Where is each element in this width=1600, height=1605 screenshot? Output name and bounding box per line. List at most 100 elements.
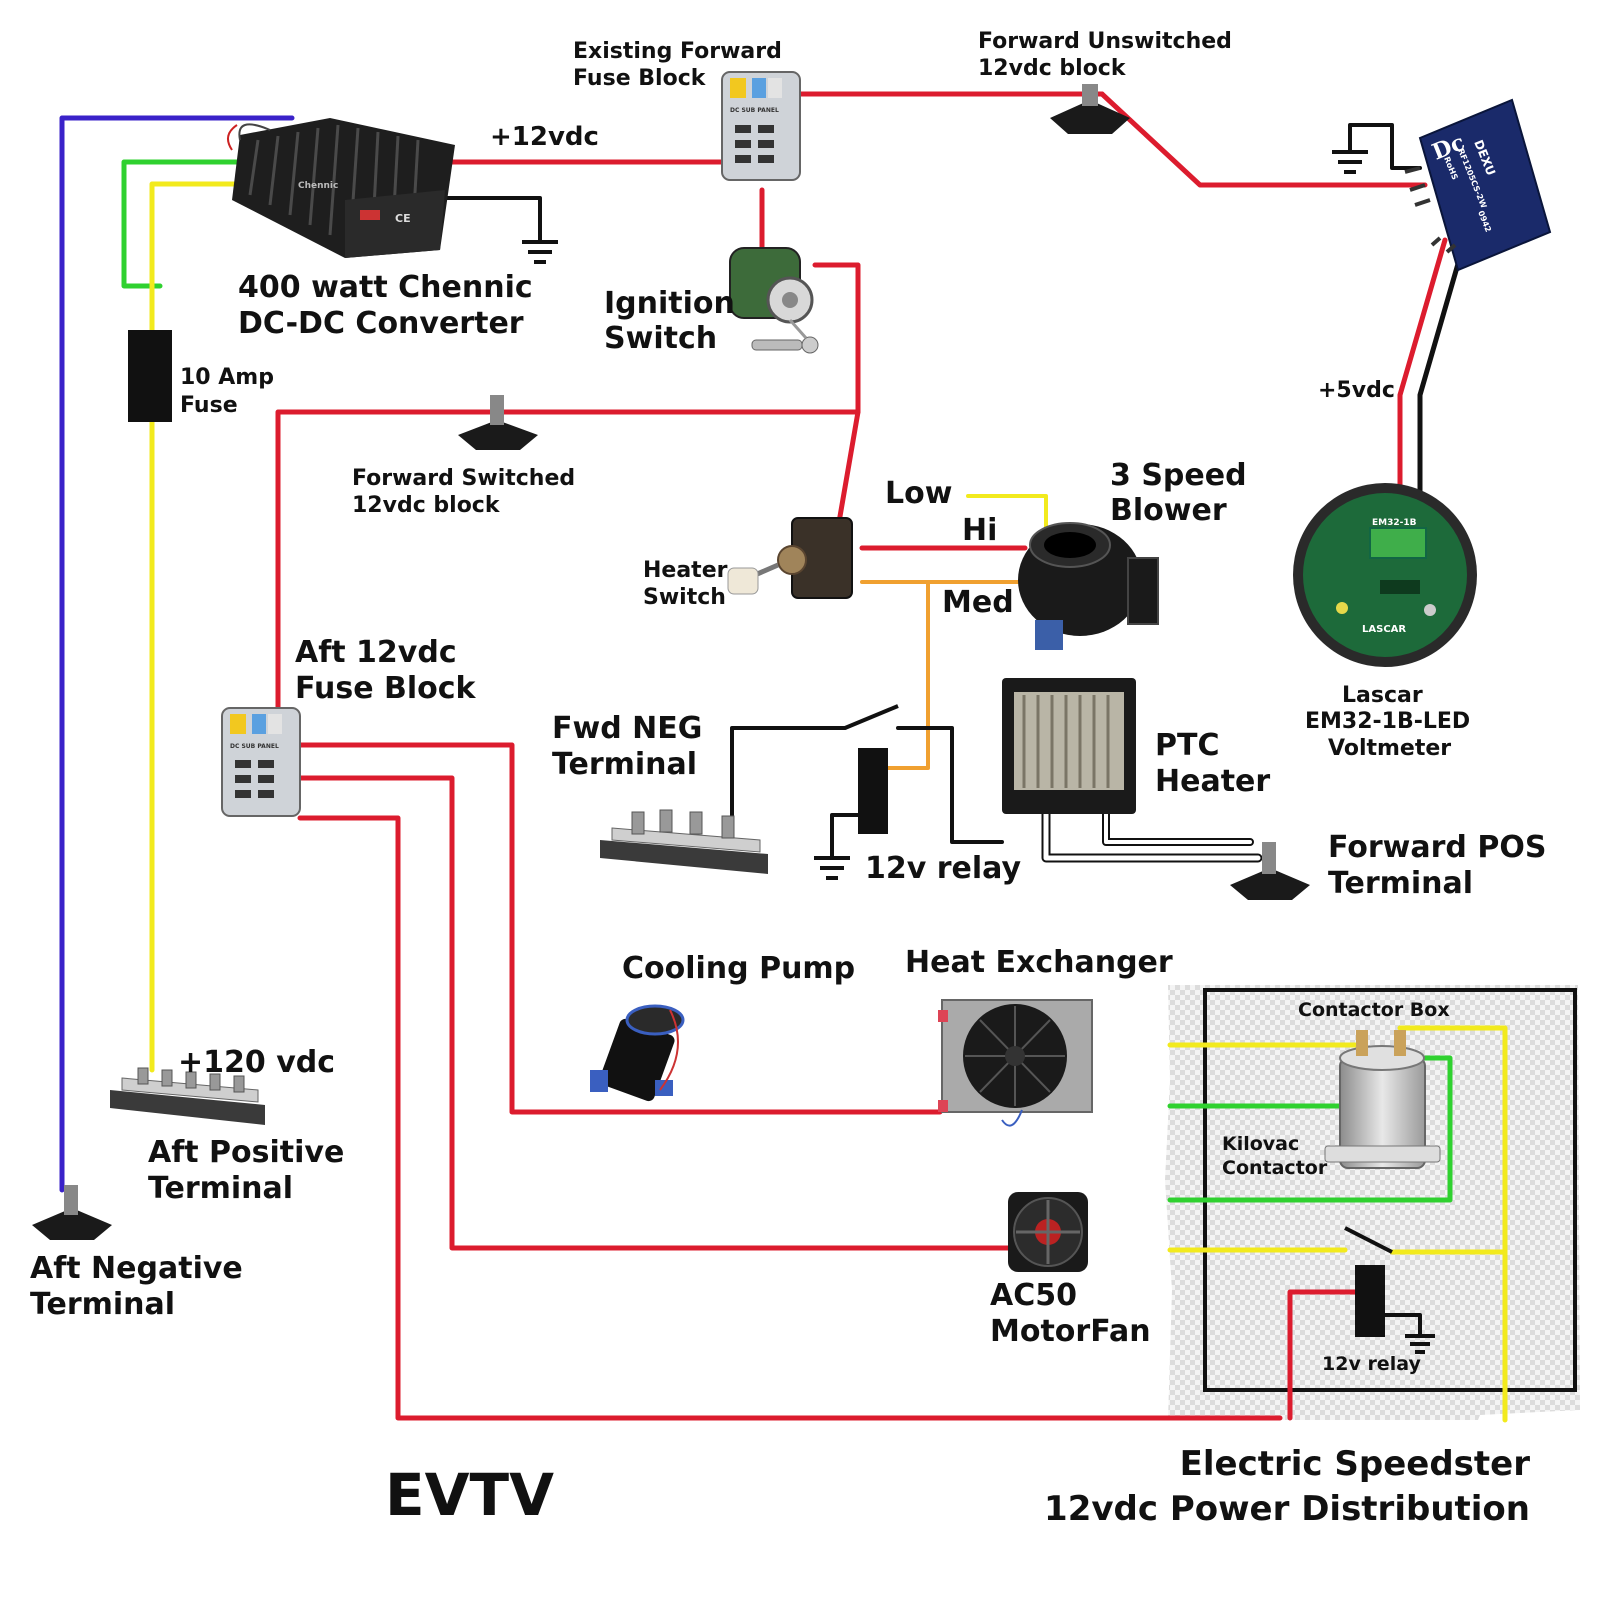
label-fuse10-1: 10 Amp <box>180 365 274 390</box>
label-forward-pos-2: Terminal <box>1328 866 1473 901</box>
footer-title-2: 12vdc Power Distribution <box>1044 1489 1530 1529</box>
forward-pos-terminal <box>1230 842 1310 900</box>
label-aft-negative-1: Aft Negative <box>30 1251 243 1286</box>
label-ignition-1: Ignition <box>604 286 735 321</box>
footer-title-1: Electric Speedster <box>1180 1444 1531 1484</box>
wire-relay-switch <box>896 726 1004 844</box>
label-blower-2: Blower <box>1110 493 1227 528</box>
wire-box-red <box>1287 1289 1358 1421</box>
dc-dc-converter: CE Chennic <box>227 118 455 258</box>
label-voltmeter-2: EM32-1B-LED <box>1305 709 1470 734</box>
label-aft-positive-1: Aft Positive <box>148 1135 344 1170</box>
relay-12v <box>844 704 899 834</box>
aft-positive-busbar <box>110 1067 265 1125</box>
label-aft-positive-2: Terminal <box>148 1171 293 1206</box>
wire-unswitched-to-dexu <box>1099 91 1428 188</box>
wire-dexu-ground <box>1348 123 1422 170</box>
label-ac50-2: MotorFan <box>990 1314 1151 1349</box>
aft-negative-terminal <box>32 1185 112 1240</box>
label-cooling-pump: Cooling Pump <box>622 951 855 986</box>
wire-yellow-120v <box>149 181 241 1073</box>
ground-icon <box>1332 150 1368 174</box>
ground-icon <box>814 856 850 880</box>
label-relay12: 12v relay <box>865 851 1021 886</box>
fwd-neg-busbar <box>600 809 768 874</box>
label-ac50-1: AC50 <box>990 1278 1077 1313</box>
label-contactor-box: Contactor Box <box>1298 999 1450 1021</box>
label-heater-switch-2: Switch <box>643 585 726 610</box>
kilovac-contactor <box>1324 1030 1441 1169</box>
heater-switch <box>727 517 853 599</box>
label-forward-unswitched-2: 12vdc block <box>978 56 1127 81</box>
wire-aft-to-fan <box>297 775 1015 1251</box>
wire-aft-to-contactor <box>297 815 1283 1421</box>
label-existing-fuse-2: Fuse Block <box>573 66 707 91</box>
wire-aft-to-pump <box>297 742 943 1115</box>
label-forward-switched-1: Forward Switched <box>352 466 575 491</box>
dexu-converter: Dc DEXU RF1205CS-2W RoHS 0942 <box>1404 98 1552 272</box>
aft-fuse-block: DC SUB PANEL <box>221 707 301 817</box>
lascar-brand-label: LASCAR <box>1362 624 1406 635</box>
wires <box>59 91 1508 1423</box>
blower <box>1018 522 1159 650</box>
label-heater-switch-1: Heater <box>643 558 728 583</box>
label-relay12-box: 12v relay <box>1322 1353 1421 1375</box>
label-blower-1: 3 Speed <box>1110 458 1247 493</box>
wire-converter-ground <box>443 196 542 244</box>
contactor-box-outline <box>1203 988 1577 1392</box>
ignition-switch <box>729 247 819 354</box>
wire-blue-ground <box>59 115 295 1193</box>
ground-icon <box>1405 1334 1435 1354</box>
label-low: Low <box>885 476 952 511</box>
label-voltmeter-3: Voltmeter <box>1328 736 1451 761</box>
heat-exchanger <box>938 999 1093 1127</box>
wire-box-yellow-2 <box>1397 1025 1508 1423</box>
ptc-heater <box>1002 678 1136 814</box>
box-relay <box>1344 1226 1393 1337</box>
aft-fuse-panel-label: DC SUB PANEL <box>230 743 279 750</box>
label-fwd-neg-2: Terminal <box>552 747 697 782</box>
label-heat-exchanger: Heat Exchanger <box>905 945 1173 980</box>
label-voltmeter-1: Lascar <box>1342 683 1423 708</box>
ground-icon <box>522 240 558 264</box>
wire-orange-relay <box>886 580 930 770</box>
label-aft-fuse-1: Aft 12vdc <box>295 635 457 670</box>
ac50-motor-fan <box>1008 1192 1088 1272</box>
fuse-panel-label: DC SUB PANEL <box>730 107 779 114</box>
label-forward-unswitched-1: Forward Unswitched <box>978 29 1232 54</box>
existing-fuse-block: DC SUB PANEL <box>721 71 801 181</box>
wire-ptc-to-pos <box>1041 807 1263 863</box>
wire-box-coil-ground <box>1383 1313 1422 1338</box>
label-plus120: +120 vdc <box>178 1045 335 1080</box>
wire-relay-coil-ground <box>830 813 860 860</box>
label-aft-negative-2: Terminal <box>30 1287 175 1322</box>
wire-forward-switched <box>275 409 861 723</box>
label-plus12: +12vdc <box>490 122 599 152</box>
wire-green-enable <box>121 159 241 289</box>
label-forward-switched-2: 12vdc block <box>352 493 501 518</box>
converter-brand: Chennic <box>298 181 338 191</box>
converter-ce-mark: CE <box>395 212 411 225</box>
label-ignition-2: Switch <box>604 321 717 356</box>
label-existing-fuse-1: Existing Forward <box>573 39 782 64</box>
label-converter-1: 400 watt Chennic <box>238 270 533 305</box>
labels: Existing Forward Fuse Block Forward Unsw… <box>30 29 1546 1529</box>
label-kilovac-2: Contactor <box>1222 1157 1328 1179</box>
label-kilovac-1: Kilovac <box>1222 1133 1299 1155</box>
lascar-model-label: EM32-1B <box>1372 518 1417 528</box>
evtv-logo: EVTV <box>385 1461 554 1529</box>
wire-ignition-out <box>812 262 861 531</box>
cooling-pump <box>590 1004 685 1102</box>
lascar-voltmeter: EM32-1B LASCAR <box>1293 483 1477 667</box>
label-aft-fuse-2: Fuse Block <box>295 671 477 706</box>
forward-switched-block <box>458 395 538 450</box>
fuse-10a <box>128 330 172 422</box>
label-fwd-neg-1: Fwd NEG <box>552 711 702 746</box>
wire-low <box>966 494 1048 537</box>
label-ptc-2: Heater <box>1155 764 1270 799</box>
ground-symbols <box>522 150 1435 1354</box>
forward-unswitched-block <box>1050 84 1130 134</box>
label-plus5: +5vdc <box>1318 378 1395 403</box>
